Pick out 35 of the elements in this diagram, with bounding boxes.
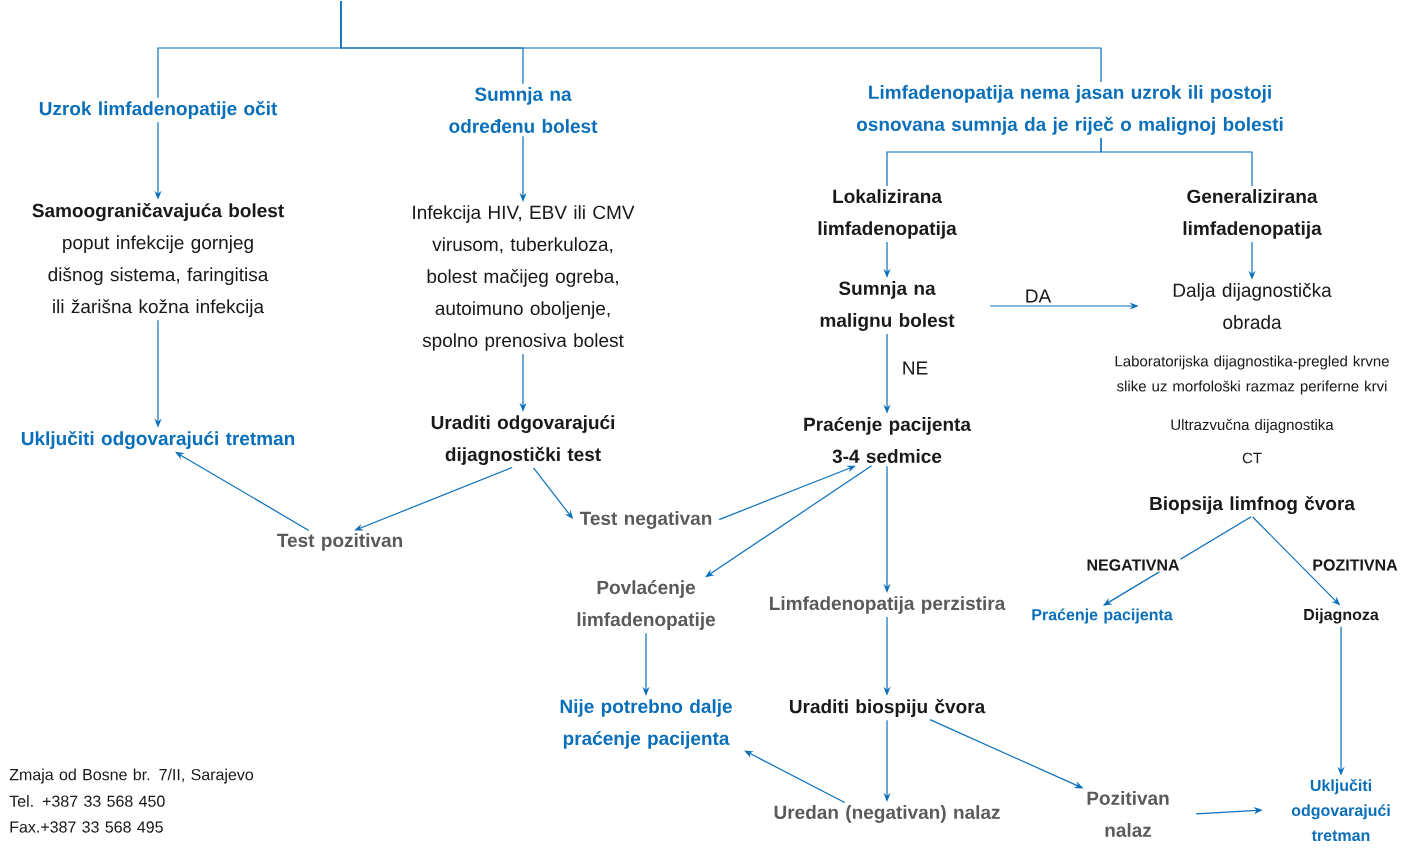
edge-label: NE [903, 361, 928, 375]
flow-step: Uredan (negativan) nalaz [774, 805, 1000, 823]
flow-step: Uključiti odgovarajući tretman [1291, 778, 1390, 842]
edge-label: POZITIVNA [1313, 559, 1398, 571]
flow-step: Uključiti odgovarajući tretman [21, 430, 295, 450]
flow-step: Limfadenopatija nema jasan uzrok ili postoji osnovana sumnja da je riječ o malignoj bolesti [856, 85, 1283, 135]
flow-step: Pozitivan nalaz [1087, 791, 1169, 837]
flow-step: Praćenje pacijenta [1032, 608, 1173, 624]
flow-step: Lokalizirana limfadenopatija [818, 189, 957, 239]
edge-label: NEGATIVNA [1087, 559, 1180, 571]
flow-step: Uraditi biospiju čvora [789, 698, 986, 718]
flow-step: Dalja dijagnostička obrada [1173, 283, 1332, 329]
note-text: Tel. +387 33 568 450 [9, 795, 165, 807]
flow-step: Sumnja na malignu bolest [820, 281, 955, 331]
note-text: Fax.+387 33 568 495 [10, 821, 163, 833]
flow-step: Test negativan [579, 511, 712, 529]
flow-step: Praćenje pacijenta 3-4 sedmice [804, 416, 972, 464]
note-text: Laboratorijska dijagnostika-pregled krvne slike uz morfološki razmaz periferne krvi [1115, 355, 1389, 395]
arrow [744, 750, 846, 804]
note-text: Ultrazvučna dijagnostika [1171, 419, 1334, 433]
flow-step: Biopsija limfnog čvora [1150, 495, 1356, 515]
flow-step: Dijagnoza [1304, 608, 1379, 624]
edge-label: DA [1026, 289, 1052, 303]
flow-step: Limfadenopatija perzistira [770, 596, 1006, 614]
flow-step: Uraditi odgovarajući dijagnostički test [431, 415, 615, 465]
flow-step: Samoograničavajuća bolest poput infekcije gornjeg dišnog sistema, faringitisa ili žarišna kožna infekcija [32, 202, 284, 318]
flow-step: Infekcija HIV, EBV ili CMV virusom, tuberkuloza, bolest mačijeg ogreba, autoimuno oboljenje, spolno prenosiva bolest [413, 205, 635, 351]
note-text: CT [1242, 452, 1262, 464]
note-text: Zmaja od Bosne br. 7/II, Sarajevo [9, 768, 254, 784]
flow-step: Test pozitivan [277, 533, 402, 551]
flow-step: Uzrok limfadenopatije očit [39, 100, 278, 120]
flow-step: Povlaćenje limfadenopatije [577, 580, 716, 630]
flow-step: Sumnja na određenu bolest [449, 87, 598, 133]
flow-step: Nije potrebno dalje praćenje pacijenta [560, 699, 732, 749]
flow-step: Generalizirana limfadenopatija [1183, 189, 1322, 239]
